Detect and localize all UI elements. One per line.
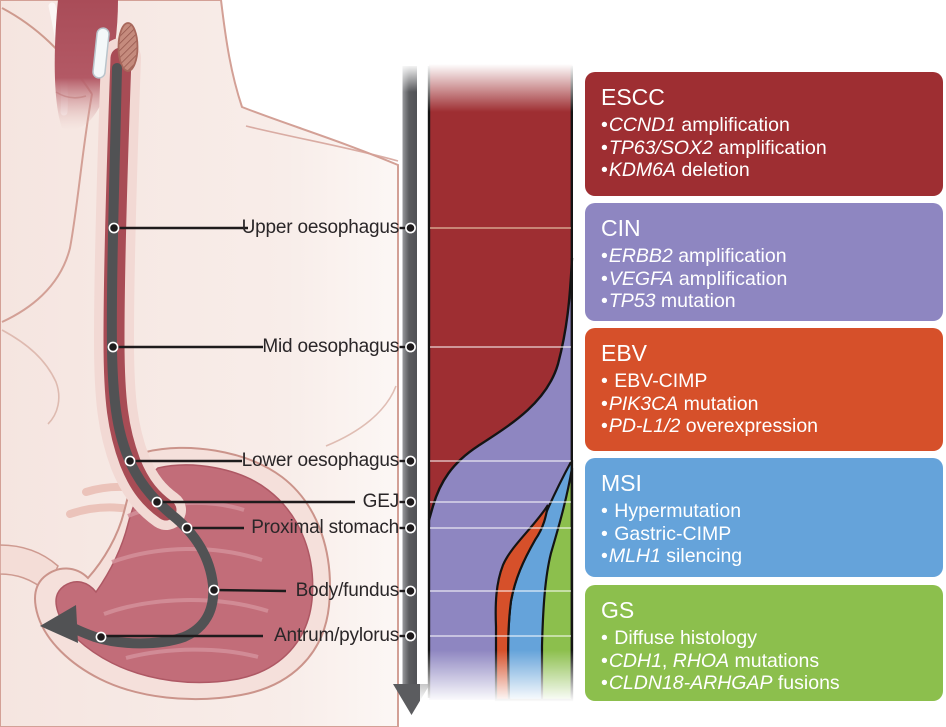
subtype-feature: •VEGFA amplification — [601, 268, 927, 291]
subtype-feature: •CCND1 amplification — [601, 114, 927, 137]
subtype-title-gs: GS — [601, 597, 635, 623]
subtype-feature: •ERBB2 amplification — [601, 245, 927, 268]
gene-name: TP63/SOX2 — [608, 136, 713, 159]
subtype-title-ebv: EBV — [601, 340, 648, 366]
bullet-icon: • — [601, 545, 608, 568]
anchor-dots — [95, 222, 416, 643]
column-bottom-fade — [420, 650, 574, 702]
label-mid-oesophagus: Mid oesophagus — [262, 336, 399, 357]
subtype-card-gs: GS• Diffuse histology•CDH1, RHOA mutatio… — [585, 585, 943, 701]
bullet-icon: • — [601, 672, 608, 695]
feature-text: mutation — [655, 290, 736, 313]
neck-crease — [1, 93, 93, 323]
subtype-title-msi: MSI — [601, 470, 642, 496]
gene-name: MLH1 — [608, 545, 661, 568]
feature-text: overexpression — [680, 415, 819, 438]
subtype-feature: •KDM6A deletion — [601, 159, 927, 182]
feature-text: mutation — [678, 392, 759, 415]
feature-text: silencing — [660, 545, 743, 568]
feature-text: amplification — [676, 114, 790, 136]
label-antrum-pylorus: Antrum/pylorus — [274, 625, 399, 646]
bullet-icon: • — [601, 649, 608, 672]
gene-name: ERBB2 — [608, 245, 673, 267]
feature-text: Gastric-CIMP — [608, 522, 732, 545]
larynx — [92, 27, 110, 79]
gene-name: CDH1 — [608, 649, 662, 672]
escc-cin-boundary — [427, 257, 574, 521]
feature-text: amplification — [673, 267, 788, 290]
bullet-icon: • — [601, 136, 608, 159]
subtype-feature: •TP53 mutation — [601, 290, 927, 313]
label-gej: GEJ — [362, 491, 400, 512]
gene-name: KDM6A — [608, 159, 677, 182]
bullet-icon: • — [601, 114, 608, 136]
subtype-card-ebv: EBV• EBV-CIMP•PIK3CA mutation•PD-L1/2 ov… — [585, 328, 943, 451]
feature-text: EBV-CIMP — [608, 370, 708, 392]
anatomy-illustration — [0, 0, 399, 727]
trachea-section — [117, 22, 139, 72]
subtype-card-escc: ESCC•CCND1 amplification•TP63/SOX2 ampli… — [585, 72, 943, 196]
subtype-feature: • Diffuse histology — [601, 627, 927, 650]
subtype-card-msi: MSI• Hypermutation• Gastric-CIMP•MLH1 si… — [585, 458, 943, 577]
feature-text: deletion — [676, 159, 750, 182]
stomach-mucosa — [55, 464, 314, 684]
bullet-icon: • — [601, 392, 608, 415]
label-proximal-stomach: Proximal stomach — [251, 517, 399, 538]
gene-name: TP53 — [608, 290, 656, 313]
gene-name: PD-L1/2 — [608, 415, 681, 438]
subtype-feature: •PIK3CA mutation — [601, 393, 927, 416]
feature-text: Diffuse histology — [608, 627, 757, 649]
leader-lines — [101, 226, 406, 638]
subtype-feature: • EBV-CIMP — [601, 370, 927, 393]
subtype-feature: •CLDN18-ARHGAP fusions — [601, 672, 927, 695]
feature-text: , — [661, 649, 673, 672]
breast-line — [325, 385, 397, 447]
subtype-title-escc: ESCC — [601, 84, 665, 110]
subtype-cards: ESCC•CCND1 amplification•TP63/SOX2 ampli… — [585, 0, 943, 727]
bullet-icon: • — [601, 627, 608, 649]
subtype-feature: • Hypermutation — [601, 500, 927, 523]
subtype-feature: •CDH1, RHOA mutations — [601, 650, 927, 673]
subtype-feature: • Gastric-CIMP — [601, 523, 927, 546]
bullet-icon: • — [601, 245, 608, 267]
bullet-icon: • — [601, 290, 608, 313]
label-upper-oesophagus: Upper oesophagus — [241, 217, 400, 238]
column-top-fade — [420, 64, 574, 112]
feature-text: mutations — [729, 649, 820, 672]
endoscope-path — [61, 63, 219, 649]
label-body-fundus: Body/fundus — [295, 580, 400, 601]
subtype-card-cin: CIN•ERBB2 amplification•VEGFA amplificat… — [585, 203, 943, 321]
endoscope-arrowhead — [40, 605, 78, 643]
subtype-feature: •MLH1 silencing — [601, 545, 927, 568]
gene-name: PIK3CA — [608, 392, 679, 415]
bullet-icon: • — [601, 415, 608, 438]
bullet-icon: • — [601, 267, 608, 290]
level-tick-lines — [430, 227, 571, 637]
band-gs — [540, 467, 574, 702]
bullet-icon: • — [601, 159, 608, 182]
subtype-title-cin: CIN — [601, 215, 641, 241]
subtype-feature: •PD-L1/2 overexpression — [601, 415, 927, 438]
subtype-distribution-column — [420, 64, 574, 702]
shoulder-line — [245, 125, 399, 162]
armpit-line — [1, 329, 60, 425]
subtype-feature: •TP63/SOX2 amplification — [601, 137, 927, 160]
label-lower-oesophagus: Lower oesophagus — [241, 450, 400, 471]
feature-text: Hypermutation — [608, 500, 742, 522]
gene-name: CLDN18-ARHGAP — [608, 672, 773, 695]
bullet-icon: • — [601, 370, 608, 392]
feature-text: fusions — [772, 672, 840, 695]
band-escc — [429, 64, 572, 520]
gene-name: CCND1 — [608, 114, 677, 136]
gene-name: VEGFA — [608, 267, 674, 290]
gene-name: RHOA — [672, 649, 730, 672]
bullet-icon: • — [601, 500, 608, 522]
feature-text: amplification — [712, 136, 827, 159]
bullet-icon: • — [601, 522, 608, 545]
feature-text: amplification — [672, 245, 787, 267]
